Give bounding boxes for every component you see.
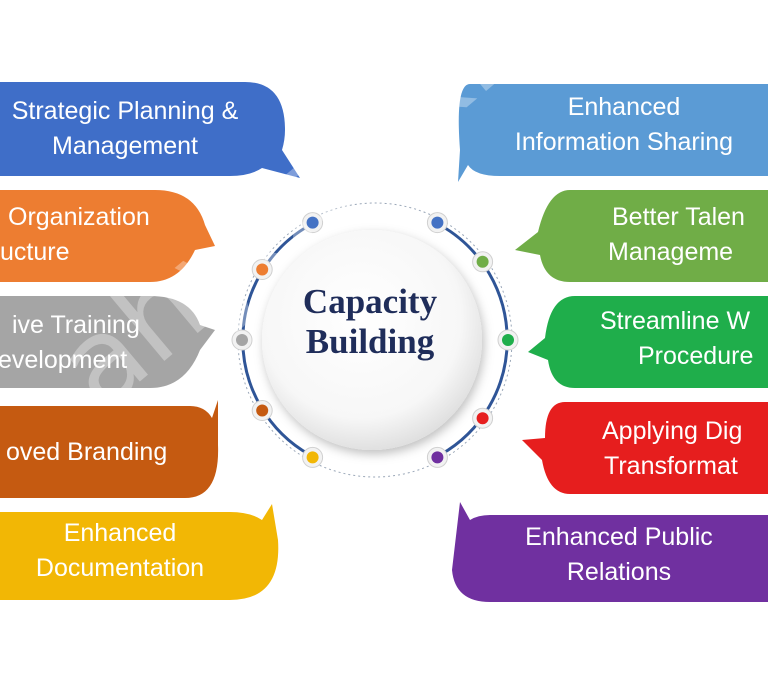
right-item-4: Applying Dig Transformat: [602, 414, 768, 484]
left-item-4-line1: oved Branding: [6, 438, 168, 466]
right-item-2-line2: Manageme: [608, 238, 734, 266]
ring-dot-fill-3: [476, 255, 489, 268]
right-item-4-line1: Applying Dig: [602, 417, 743, 445]
bubble-right-5: [452, 502, 768, 602]
left-item-3: ive Training evelopment: [0, 308, 160, 378]
ring-dots: [231, 212, 519, 468]
right-item-5: Enhanced Public Relations: [488, 520, 750, 590]
ring-dot-fill-2: [431, 216, 444, 229]
ring-dot-fill-9: [236, 334, 248, 346]
left-item-1-line2: Management: [52, 132, 198, 160]
left-item-3-line2: evelopment: [0, 346, 128, 374]
left-item-1: Strategic Planning & Management: [0, 94, 250, 164]
bubble-left-2: [0, 190, 215, 282]
ring-dot-fill-5: [476, 412, 489, 425]
center-circle: [262, 230, 482, 450]
bubble-left-4: [0, 400, 219, 498]
right-item-4-line2: Transformat: [604, 452, 738, 480]
right-item-1-line2: Information Sharing: [514, 128, 734, 156]
left-item-2-line1: Organization: [8, 203, 150, 231]
ring-dot-fill-1: [306, 216, 319, 229]
center-title-line2: Building: [305, 322, 435, 361]
left-item-3-line1: ive Training: [12, 311, 140, 339]
ring-dot-fill-6: [431, 451, 444, 464]
right-item-3: Streamline W Procedure: [600, 304, 768, 374]
right-item-5-line2: Relations: [566, 558, 672, 586]
center-title: Capacity Building: [255, 282, 485, 362]
right-item-2-line1: Better Talen: [612, 203, 745, 231]
center-title-line1: Capacity: [302, 282, 438, 321]
bubble-left-3: [0, 296, 215, 388]
right-item-1: Enhanced Information Sharing: [490, 90, 758, 160]
left-item-5-line2: Documentation: [35, 554, 205, 582]
right-item-2: Better Talen Manageme: [608, 200, 768, 270]
ring-dot-fill-10: [256, 263, 269, 276]
left-item-5: Enhanced Documentation: [0, 516, 240, 586]
bubble-right-4: [522, 402, 768, 494]
ring-dot-fill-7: [306, 451, 319, 464]
left-item-1-line1: Strategic Planning &: [11, 97, 239, 125]
left-item-2-line2: ucture: [0, 238, 70, 266]
bubble-left-5: [0, 504, 279, 600]
left-item-4: oved Branding: [0, 435, 190, 470]
ring-dot-fill-8: [256, 404, 269, 417]
right-item-3-line2: Procedure: [638, 342, 754, 370]
right-item-3-line1: Streamline W: [600, 307, 751, 335]
right-item-5-line1: Enhanced Public: [525, 523, 713, 551]
bubble-right-1: [458, 84, 768, 182]
bubble-left-1: [0, 82, 300, 178]
right-item-1-line1: Enhanced: [567, 93, 681, 121]
bubble-right-2: [515, 190, 768, 282]
ring-dot-fill-4: [502, 334, 514, 346]
left-item-2: Organization ucture: [0, 200, 188, 270]
bubble-right-3: [528, 296, 768, 388]
left-item-5-line1: Enhanced: [63, 519, 177, 547]
